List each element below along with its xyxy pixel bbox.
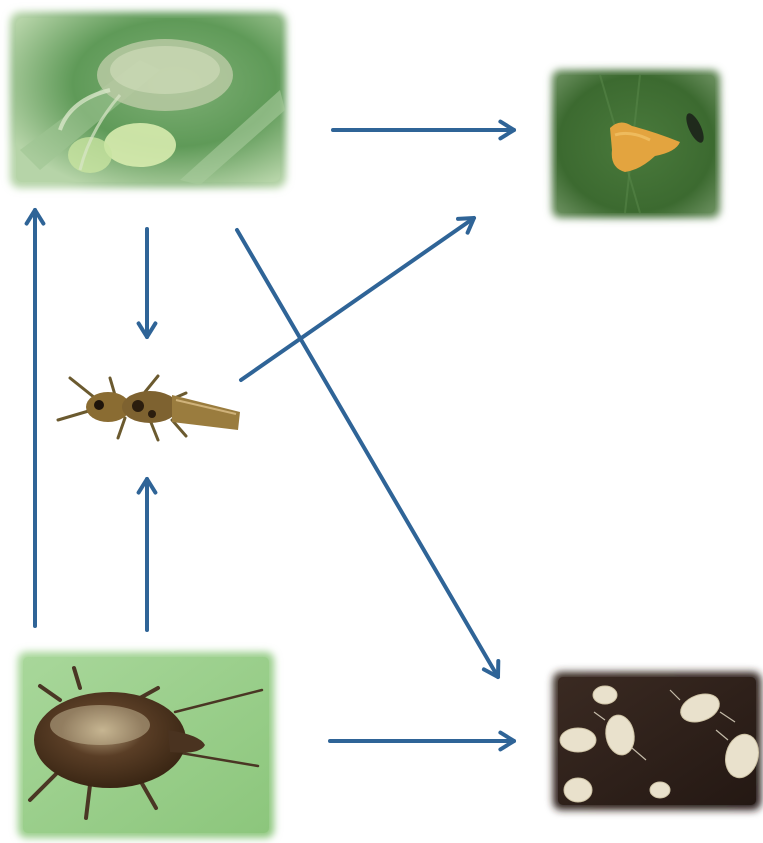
arrow-predatory-mite-top-left-to-thrips-middle-left: [139, 229, 156, 337]
brown-mite-bottom-left-photo: [18, 652, 274, 838]
mite-colony-bottom-right-photo: [553, 672, 763, 810]
arrow-predatory-mite-top-left-to-orange-egg-cluster-top-right: [333, 122, 514, 139]
predatory-mite-top-left-photo: [10, 12, 286, 188]
arrow-brown-mite-bottom-left-to-predatory-mite-top-left: [27, 210, 44, 626]
arrow-predatory-mite-top-left-to-mite-colony-bottom-right: [237, 230, 498, 677]
thrips-middle-left-photo: [58, 376, 240, 440]
arrow-shaft: [237, 230, 498, 677]
arrow-brown-mite-bottom-left-to-mite-colony-bottom-right: [330, 733, 514, 750]
orange-egg-cluster-top-right-photo: [552, 70, 720, 218]
arrow-brown-mite-bottom-left-to-thrips-middle-left: [139, 479, 156, 630]
